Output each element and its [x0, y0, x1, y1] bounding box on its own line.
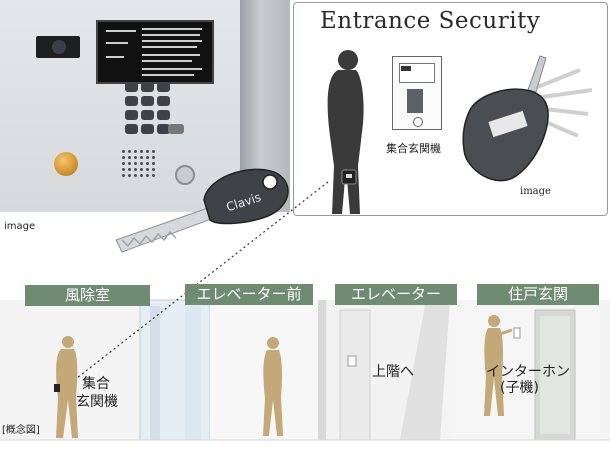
upstairs-annotation: 上階へ	[372, 364, 414, 380]
key-fob-icon	[462, 55, 593, 182]
entrance-panel-label: 集合玄関機	[386, 142, 441, 155]
entrance-security-title: Entrance Security	[320, 8, 541, 34]
resident-figure-2	[263, 337, 283, 436]
resident-figure-1	[54, 336, 78, 438]
key-icon: Clavis	[115, 168, 289, 253]
zone-label-elevator: エレベーター	[335, 284, 457, 305]
resident-figure-3	[484, 315, 513, 416]
panel-annotation-line1: 集合	[82, 376, 110, 392]
concept-diagram-label: [概念図]	[2, 425, 40, 436]
intercom-annotation-line2: (子機)	[500, 380, 539, 396]
keyhole-icon	[175, 165, 195, 185]
image-caption-left: image	[4, 221, 36, 232]
zone-label-elevator-hall: エレベーター前	[185, 284, 313, 305]
zone-label-unit-entrance: 住戸玄関	[477, 284, 599, 305]
panel-annotation-line2: 玄関機	[76, 394, 118, 410]
intercom-display	[96, 20, 214, 84]
zone-label-windbreak: 風除室	[25, 285, 150, 306]
entrance-panel-drawing	[392, 56, 442, 130]
corridor-diagram	[0, 299, 610, 441]
intercom-annotation-line1: インターホン	[486, 364, 570, 380]
image-caption-right: image	[520, 186, 551, 197]
person-silhouette-icon	[327, 50, 364, 214]
camera-lens-icon	[52, 40, 66, 54]
call-button	[54, 152, 78, 176]
